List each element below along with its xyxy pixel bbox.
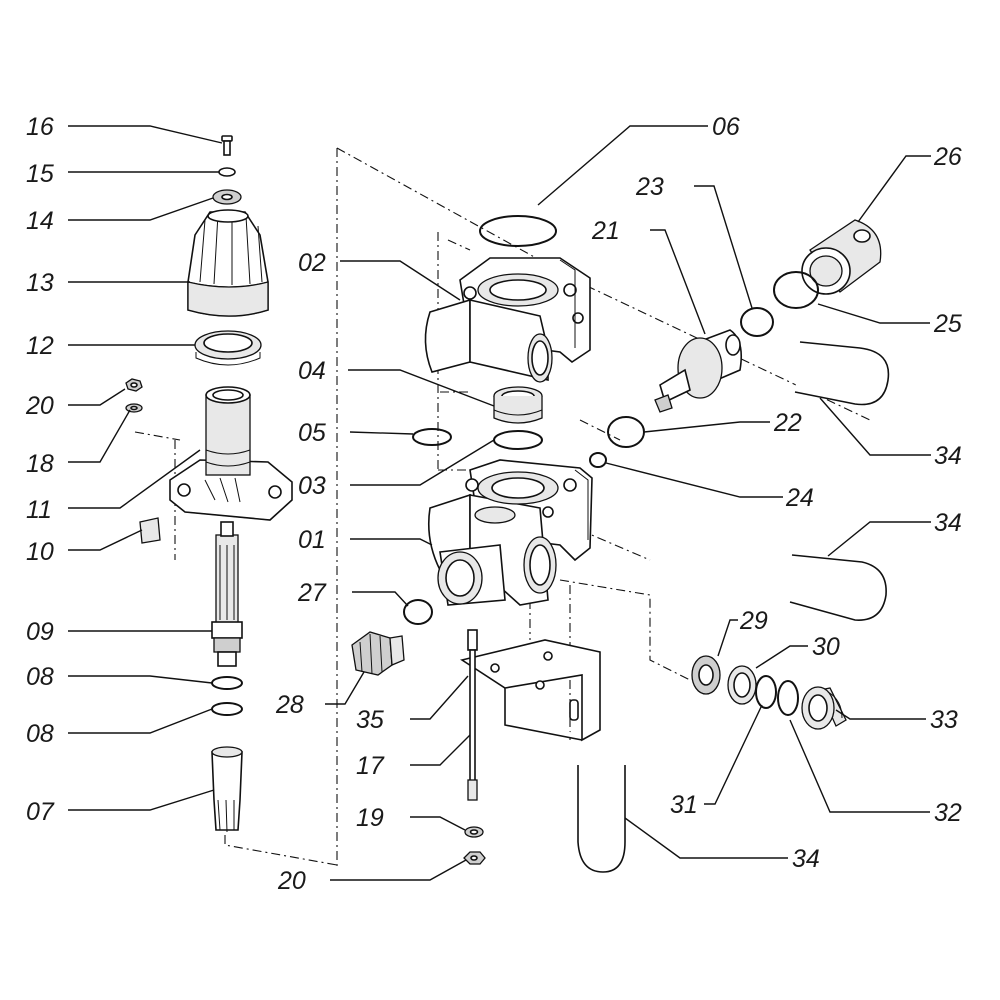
part-10-label-plate xyxy=(139,517,161,544)
part-labels: 16 15 14 13 12 20 18 11 10 09 08 08 07 0… xyxy=(25,113,962,895)
label-10: 10 xyxy=(26,538,54,566)
label-23: 23 xyxy=(635,173,664,201)
part-29-nut xyxy=(691,655,721,695)
label-35: 35 xyxy=(356,706,384,734)
part-27-oring xyxy=(403,599,433,625)
part-25-oring xyxy=(773,271,819,309)
label-22: 22 xyxy=(773,409,802,437)
part-21-valve-plug xyxy=(654,329,743,413)
label-30: 30 xyxy=(812,633,840,661)
part-33-adapter xyxy=(801,686,847,730)
label-13: 13 xyxy=(26,269,54,297)
label-05: 05 xyxy=(298,419,326,447)
part-28-plug xyxy=(351,631,405,676)
label-17: 17 xyxy=(356,752,385,780)
label-16: 16 xyxy=(26,113,54,141)
label-19: 19 xyxy=(356,804,384,832)
label-31: 31 xyxy=(670,791,698,819)
part-16-screw xyxy=(221,135,233,156)
part-32-oring xyxy=(777,680,799,716)
label-11: 11 xyxy=(26,496,52,524)
label-27: 27 xyxy=(297,579,327,607)
label-28: 28 xyxy=(275,691,304,719)
part-01-valve-body-lower xyxy=(427,459,593,606)
part-04-seat xyxy=(493,386,543,424)
part-26-sleeve xyxy=(801,219,882,295)
part-34-ubolt-upper xyxy=(794,341,890,406)
label-06: 06 xyxy=(712,113,740,141)
label-34-lower: 34 xyxy=(792,845,820,873)
label-08-upper: 08 xyxy=(26,663,54,691)
part-08-oring-lower xyxy=(211,702,243,716)
label-15: 15 xyxy=(26,160,54,188)
part-23-oring xyxy=(740,307,774,337)
part-30-fitting xyxy=(727,665,757,705)
part-13-knob xyxy=(187,209,269,317)
label-26: 26 xyxy=(933,143,962,171)
part-08-oring-upper xyxy=(211,676,243,690)
label-29: 29 xyxy=(739,607,768,635)
part-05-oring xyxy=(412,428,452,446)
part-17-stem xyxy=(467,629,478,801)
label-09: 09 xyxy=(26,618,54,646)
part-09-spindle xyxy=(211,521,243,667)
label-12: 12 xyxy=(26,332,54,360)
part-24-oring xyxy=(589,452,607,468)
label-21: 21 xyxy=(591,217,620,245)
part-03-oring xyxy=(493,430,543,450)
label-07: 07 xyxy=(26,798,55,826)
part-15-washer xyxy=(218,167,236,177)
part-06-oring xyxy=(479,215,557,247)
part-22-oring xyxy=(607,416,645,448)
label-14: 14 xyxy=(26,207,54,235)
part-12-ring xyxy=(194,330,262,366)
label-20-upper: 20 xyxy=(25,392,54,420)
part-20-nut-lower xyxy=(463,851,486,865)
part-34-ubolt-middle xyxy=(789,554,887,621)
label-33: 33 xyxy=(930,706,958,734)
label-03: 03 xyxy=(298,472,326,500)
label-04: 04 xyxy=(298,357,326,385)
part-20-nut-upper xyxy=(125,378,143,392)
part-18-washer xyxy=(125,403,143,413)
label-20-lower: 20 xyxy=(277,867,306,895)
label-18: 18 xyxy=(26,450,54,478)
label-32: 32 xyxy=(934,799,962,827)
leader-lines xyxy=(68,125,931,881)
label-34-upper: 34 xyxy=(934,442,962,470)
part-11-bonnet xyxy=(169,386,293,521)
part-02-valve-body-upper xyxy=(424,257,591,383)
label-01: 01 xyxy=(298,526,326,554)
label-02: 02 xyxy=(298,249,326,277)
part-14-washer xyxy=(212,189,242,205)
part-34-ubolt-lower xyxy=(577,765,626,873)
label-25: 25 xyxy=(933,310,962,338)
label-24: 24 xyxy=(785,484,814,512)
part-31-oring xyxy=(755,675,777,709)
part-07-cage xyxy=(211,746,243,833)
part-19-washer xyxy=(464,826,484,838)
label-34-middle: 34 xyxy=(934,509,962,537)
part-35-bracket xyxy=(460,639,601,742)
label-08-lower: 08 xyxy=(26,720,54,748)
